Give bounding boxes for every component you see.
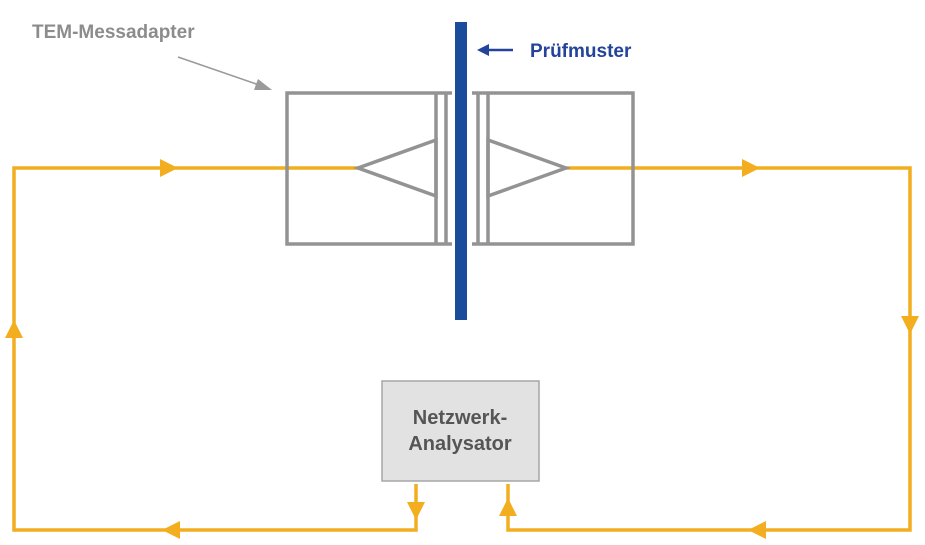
arrow-right-icon (160, 159, 178, 177)
adapter-pointer-arrowhead-icon (254, 79, 272, 90)
arrow-down-icon (901, 316, 919, 334)
adapter-right-cone (486, 137, 572, 199)
signal-line-left (12, 166, 418, 532)
analyzer-label-line2: Analysator (408, 433, 512, 455)
network-analyzer-box (381, 380, 540, 482)
adapter-right-housing (472, 91, 635, 246)
arrow-up-icon (499, 498, 517, 516)
adapter-label: TEM-Messadapter (32, 22, 195, 43)
adapter-pointer-line (177, 56, 263, 87)
sample-label: Prüfmuster (530, 41, 632, 62)
tem-adapter (285, 91, 635, 246)
signal-arrows (5, 159, 919, 539)
arrow-left-icon (162, 521, 180, 539)
sample-bar (455, 22, 467, 320)
arrow-down-icon (407, 502, 425, 520)
signal-line-right (506, 166, 912, 532)
arrow-up-icon (5, 320, 23, 338)
arrow-left-icon (748, 521, 766, 539)
adapter-left-housing (285, 91, 452, 246)
adapter-left-cone (352, 137, 438, 199)
sample-pointer-arrowhead-icon (477, 44, 489, 56)
analyzer-label-line1: Netzwerk- (413, 407, 507, 429)
arrow-right-icon (742, 159, 760, 177)
